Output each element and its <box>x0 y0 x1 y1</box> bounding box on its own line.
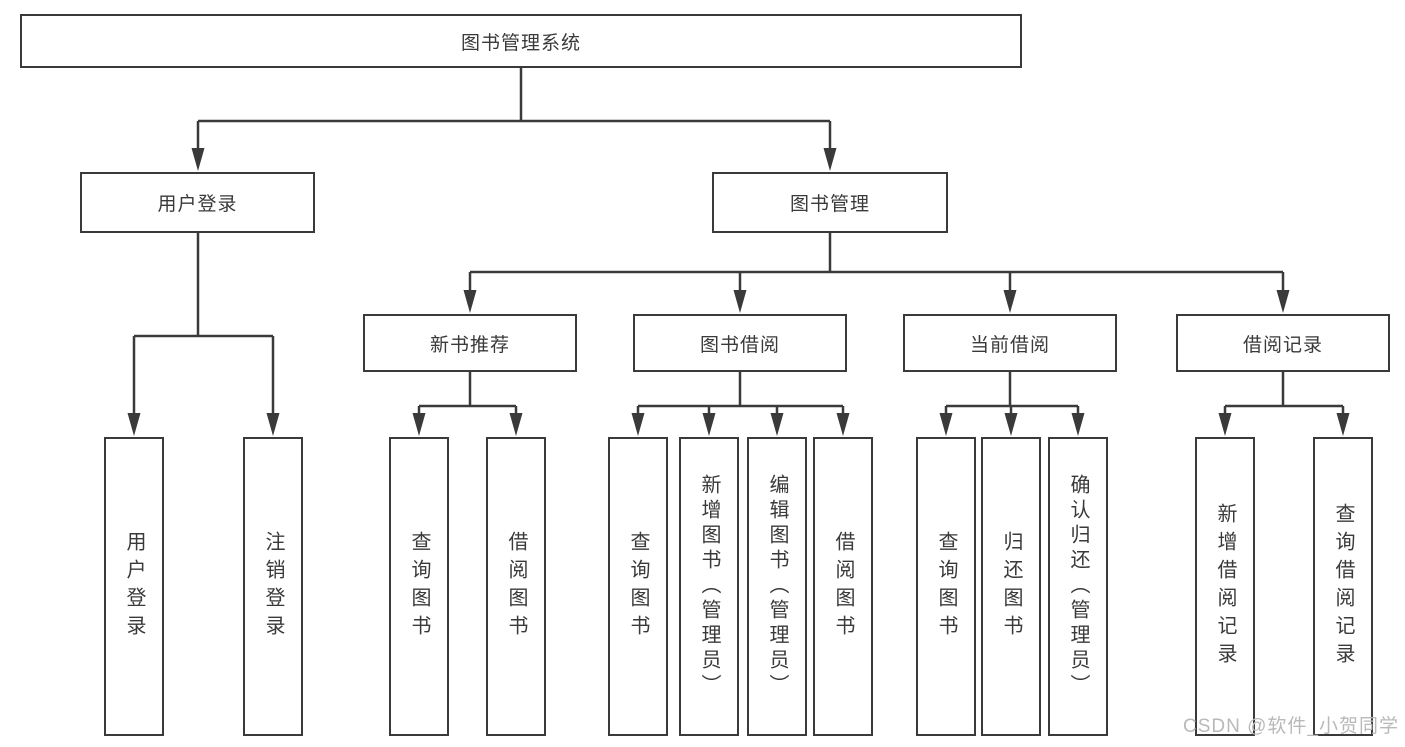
node-label: 借阅记录 <box>1242 334 1323 356</box>
leaf-label: 确认归还（管理员） <box>1067 474 1089 699</box>
leaf-label: 查询图书 <box>935 530 957 643</box>
node-new-book-recommend: 新书推荐 <box>363 314 577 372</box>
node-label: 当前借阅 <box>969 334 1050 356</box>
node-user-login: 用户登录 <box>80 172 315 233</box>
leaf-label: 借阅图书 <box>505 530 527 643</box>
leaf-label: 查询图书 <box>627 530 649 643</box>
leaf-query-books-current: 查询图书 <box>916 437 976 736</box>
node-library-management-system: 图书管理系统 <box>20 14 1022 68</box>
leaf-logout: 注销登录 <box>243 437 303 736</box>
leaf-edit-books-admin: 编辑图书（管理员） <box>747 437 807 736</box>
leaf-label: 注销登录 <box>262 530 284 643</box>
leaf-add-books-admin: 新增图书（管理员） <box>679 437 739 736</box>
leaf-label: 用户登录 <box>123 530 145 643</box>
leaf-label: 新增借阅记录 <box>1214 502 1236 671</box>
leaf-user-login: 用户登录 <box>104 437 164 736</box>
csdn-watermark: CSDN @软件_小贺同学 <box>1183 716 1399 737</box>
leaf-add-borrow-record: 新增借阅记录 <box>1195 437 1255 736</box>
node-label: 图书管理 <box>789 194 870 215</box>
arrowhead-icons <box>127 148 1350 436</box>
leaf-query-books-borrow: 查询图书 <box>608 437 668 736</box>
leaf-label: 归还图书 <box>1000 530 1022 643</box>
node-current-borrowing: 当前借阅 <box>903 314 1117 372</box>
node-label: 图书借阅 <box>699 334 780 356</box>
leaf-label: 编辑图书（管理员） <box>766 474 788 699</box>
node-book-borrowing: 图书借阅 <box>633 314 847 372</box>
node-label: 图书管理系统 <box>460 32 581 54</box>
node-borrowing-records: 借阅记录 <box>1176 314 1390 372</box>
leaf-label: 借阅图书 <box>832 530 854 643</box>
leaf-label: 查询借阅记录 <box>1332 502 1354 671</box>
leaf-query-borrow-record: 查询借阅记录 <box>1313 437 1373 736</box>
node-label: 用户登录 <box>157 194 238 215</box>
leaf-return-books: 归还图书 <box>981 437 1041 736</box>
leaf-query-books-recommend: 查询图书 <box>389 437 449 736</box>
leaf-label: 查询图书 <box>408 530 430 643</box>
leaf-confirm-return-admin: 确认归还（管理员） <box>1048 437 1108 736</box>
leaf-borrow-books-recommend: 借阅图书 <box>486 437 546 736</box>
node-label: 新书推荐 <box>429 334 510 356</box>
node-book-management: 图书管理 <box>712 172 948 233</box>
leaf-borrow-books: 借阅图书 <box>813 437 873 736</box>
leaf-label: 新增图书（管理员） <box>698 474 720 699</box>
